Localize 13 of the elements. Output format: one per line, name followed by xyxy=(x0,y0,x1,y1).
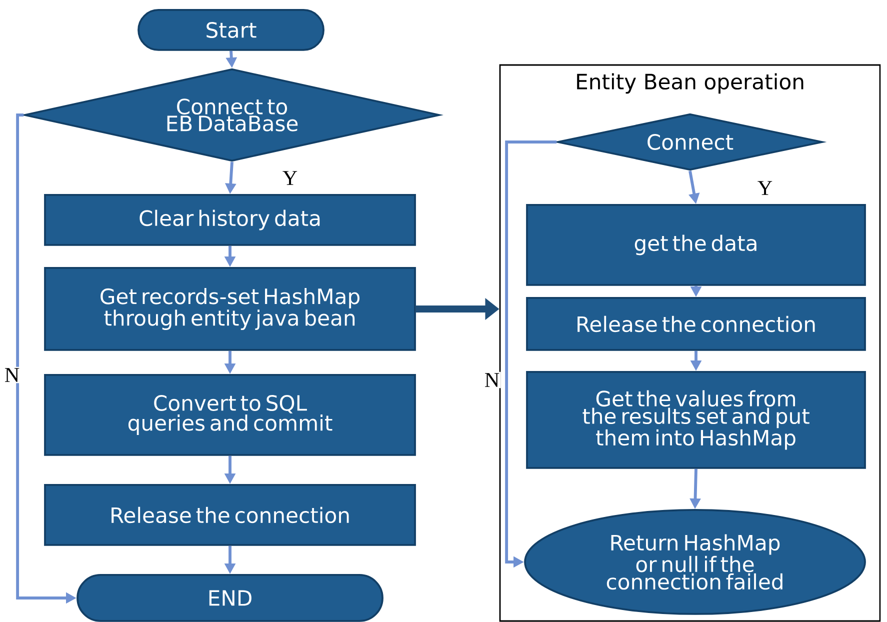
process-box: Get the values from the results set and put them into HashMap xyxy=(526,371,866,469)
process-box: Get records-set HashMap through entity java bean xyxy=(44,267,416,351)
edge-label: N xyxy=(483,372,501,388)
terminal-pill: Start xyxy=(138,9,324,51)
process-box: Release the connection xyxy=(44,484,416,546)
process-box: Release the connection xyxy=(526,297,866,351)
edge-label: N xyxy=(3,366,21,384)
terminal-pill: END xyxy=(76,574,384,622)
process-box: Clear history data xyxy=(44,194,416,246)
edge-label: Y xyxy=(281,170,299,186)
process-box: get the data xyxy=(526,204,866,286)
edge-label: Y xyxy=(756,180,774,196)
process-box: Convert to SQL queries and commit xyxy=(44,374,416,456)
